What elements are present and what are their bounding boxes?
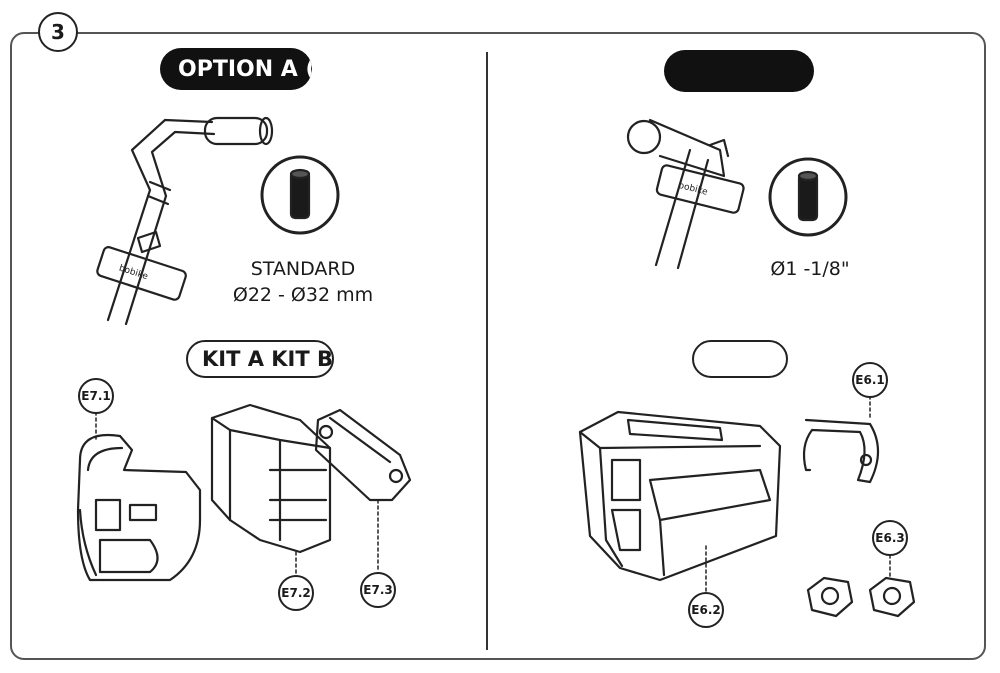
step-number-badge: 3 <box>38 12 78 52</box>
part-label-text: E7.1 <box>81 389 111 403</box>
option-a-pill: OPTION A ( <box>160 48 312 90</box>
part-label-text: E6.2 <box>691 603 721 617</box>
part-e7-3-illustration <box>314 408 412 502</box>
hex-key-icon-left <box>260 155 340 235</box>
part-label-e7-1: E7.1 <box>78 378 114 414</box>
part-e7-1-illustration <box>76 433 202 582</box>
part-e7-2-illustration <box>210 403 332 554</box>
panel-divider <box>486 52 488 650</box>
part-label-text: E6.1 <box>855 373 885 387</box>
right-handlebar-illustration: bobike <box>626 118 745 270</box>
part-e6-2-illustration <box>578 410 782 582</box>
right-spec-text: Ø1 -1/8" <box>730 256 890 282</box>
part-label-e6-1: E6.1 <box>852 362 888 398</box>
standard-diameter: Ø22 - Ø32 mm <box>232 284 374 306</box>
option-a-label: OPTION A ( <box>178 56 312 82</box>
kit-pill-left: KIT A KIT B <box>186 340 334 378</box>
step-number: 3 <box>51 20 65 44</box>
part-label-e7-3: E7.3 <box>360 572 396 608</box>
kit-pill-right <box>692 340 788 378</box>
left-spec-text: STANDARD Ø22 - Ø32 mm <box>210 256 396 308</box>
ahead-diameter: Ø1 -1/8" <box>770 258 850 280</box>
hex-key-icon-right <box>768 157 848 237</box>
standard-label: STANDARD <box>250 258 356 280</box>
option-b-pill <box>664 50 814 92</box>
part-label-e7-2: E7.2 <box>278 575 314 611</box>
part-e6-3-illustration <box>806 576 916 618</box>
svg-text:bobike: bobike <box>677 181 709 198</box>
part-label-text: E7.3 <box>363 583 393 597</box>
instruction-panel-frame <box>10 32 986 660</box>
part-label-text: E7.2 <box>281 586 311 600</box>
part-e6-1-illustration <box>802 418 880 484</box>
part-label-text: E6.3 <box>875 531 905 545</box>
part-label-e6-3: E6.3 <box>872 520 908 556</box>
part-label-e6-2: E6.2 <box>688 592 724 628</box>
kit-label-left: KIT A KIT B <box>202 347 334 371</box>
